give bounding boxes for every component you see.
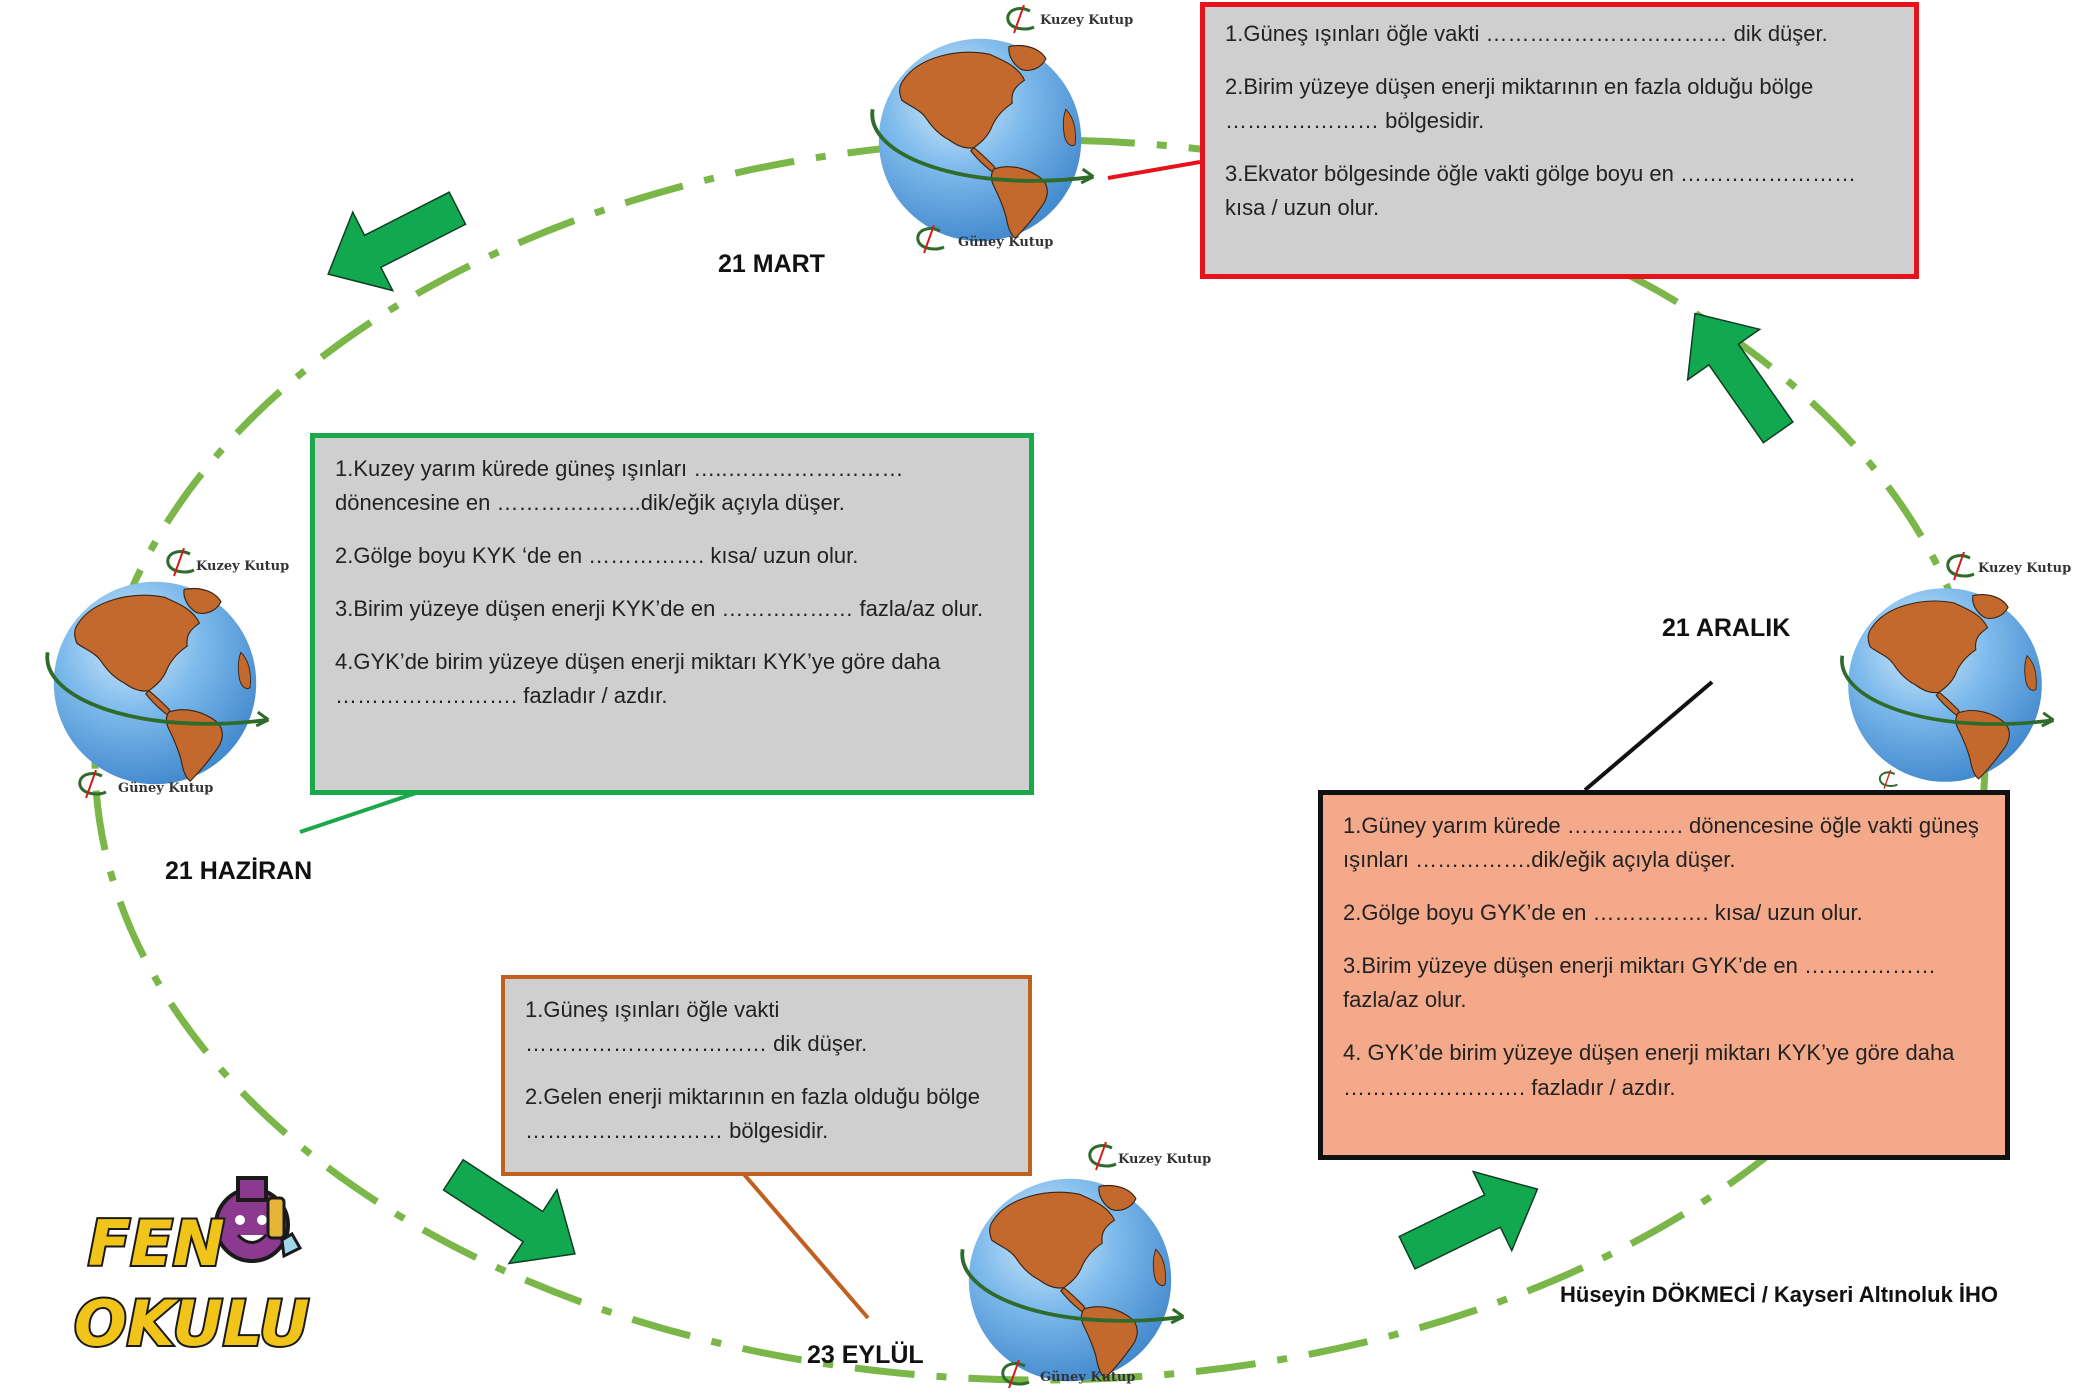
pole-label-south: Güney Kutup: [1040, 1370, 1135, 1385]
fen-okulu-logo: FEN OKULU: [72, 1176, 311, 1362]
question-box-haziran: 1.Kuzey yarım kürede güneş ışınları …..……: [310, 433, 1034, 795]
logo-line1: FEN: [88, 1207, 225, 1280]
question-box-mart: 1.Güneş ışınları öğle vakti …………………………… …: [1200, 2, 1919, 279]
arrow-bottom-right: [1398, 1170, 1539, 1270]
globe-mart: Kuzey Kutup Güney Kutup: [872, 5, 1133, 255]
question-line: 3.Birim yüzeye düşen enerji miktarı GYK’…: [1343, 953, 1936, 1013]
question-line: 1.Güney yarım kürede ……………. dönencesine …: [1343, 813, 1979, 873]
pole-label-north: Kuzey Kutup: [196, 559, 289, 574]
logo-line2: OKULU: [74, 1287, 309, 1360]
pole-label-north: Kuzey Kutup: [1978, 561, 2071, 576]
question-line: 3.Ekvator bölgesinde öğle vakti gölge bo…: [1225, 161, 1856, 221]
date-label-haziran: 21 HAZİRAN: [165, 857, 313, 885]
pole-label-south: Güney Kutup: [118, 781, 213, 796]
arrow-top-right: [1686, 312, 1794, 444]
connector-eylul: [740, 1170, 870, 1320]
question-line: 2.Gölge boyu KYK ‘de en ……………. kısa/ uzu…: [335, 543, 859, 569]
question-line: 1.Güneş ışınları öğle vakti …………………………… …: [1225, 21, 1828, 46]
globe-aralik: Kuzey Kutup: [1842, 552, 2071, 790]
question-line: 3.Birim yüzeye düşen enerji KYK’de en ………: [335, 596, 984, 622]
connector-haziran: [299, 791, 417, 834]
date-label-aralik: 21 ARALIK: [1662, 614, 1791, 642]
date-label-eylul: 23 EYLÜL: [807, 1341, 924, 1369]
date-label-mart: 21 MART: [718, 250, 825, 278]
question-line: 1.Güneş ışınları öğle vakti …………………………… …: [525, 997, 868, 1057]
arrow-top-left: [327, 191, 467, 292]
question-line: 2.Gelen enerji miktarının en fazla olduğ…: [525, 1084, 980, 1144]
connector-aralik: [1583, 680, 1714, 792]
arrow-bottom-left: [442, 1158, 576, 1265]
question-line: 2.Birim yüzeye düşen enerji miktarının e…: [1225, 74, 1814, 134]
question-box-eylul: 1.Güneş ışınları öğle vakti …………………………… …: [501, 975, 1032, 1176]
pole-label-north: Kuzey Kutup: [1118, 1152, 1211, 1167]
question-line: 4.GYK’de birim yüzeye düşen enerji mikta…: [335, 649, 941, 709]
globe-eylul: Kuzey Kutup Güney Kutup: [962, 1142, 1211, 1390]
pole-label-north: Kuzey Kutup: [1040, 13, 1133, 28]
question-line: 2.Gölge boyu GYK’de en ……………. kısa/ uzun…: [1343, 900, 1863, 926]
question-line: 1.Kuzey yarım kürede güneş ışınları …..……: [335, 456, 904, 516]
question-box-aralik: 1.Güney yarım kürede ……………. dönencesine …: [1318, 790, 2010, 1160]
globe-haziran: Kuzey Kutup Güney Kutup: [47, 548, 289, 800]
pole-label-south: Güney Kutup: [958, 235, 1053, 250]
connector-mart: [1107, 160, 1201, 180]
question-line: 4. GYK’de birim yüzeye düşen enerji mikt…: [1343, 1040, 1955, 1100]
author-credit: Hüseyin DÖKMECİ / Kayseri Altınoluk İHO: [1560, 1282, 1999, 1307]
